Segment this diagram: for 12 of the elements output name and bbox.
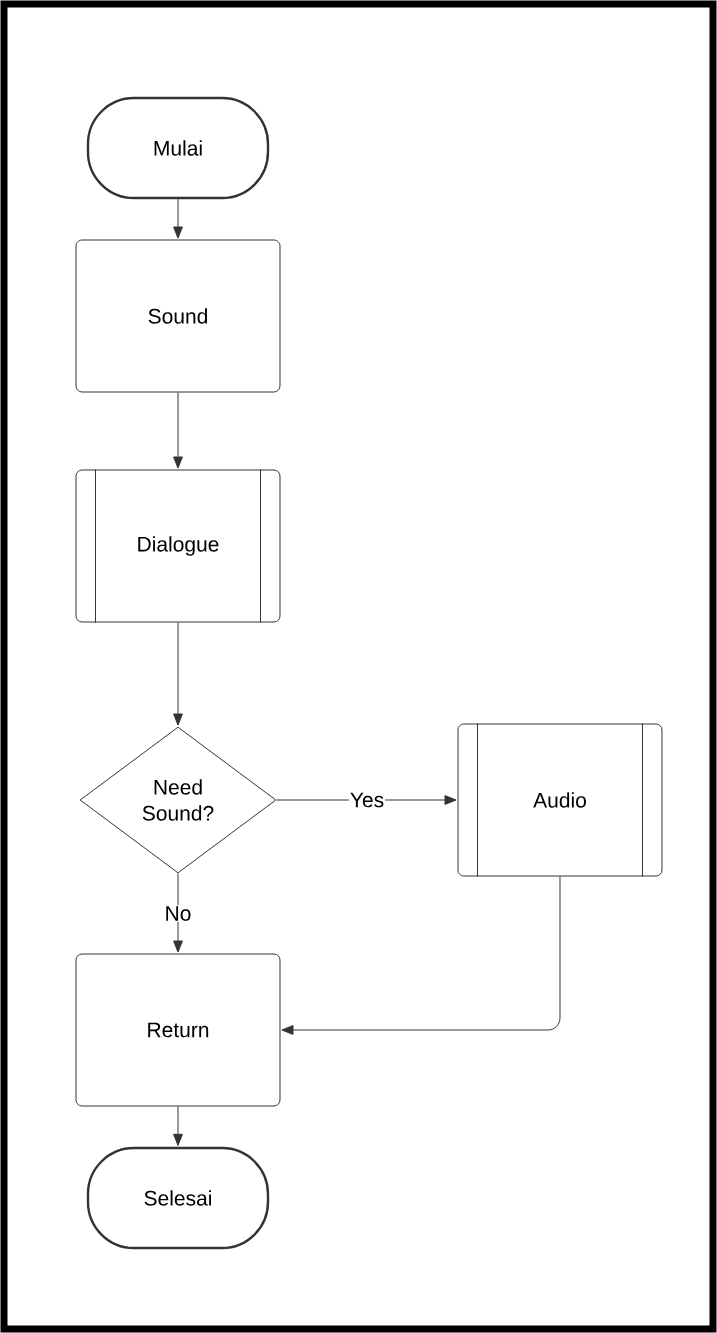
arrow bbox=[173, 198, 183, 239]
arrow bbox=[173, 622, 183, 726]
edge-label: Yes bbox=[348, 791, 386, 809]
arrow bbox=[173, 392, 183, 469]
subprocess-box: Dialogue bbox=[75, 469, 281, 623]
process-box: Return bbox=[75, 953, 281, 1107]
edge-label: No bbox=[163, 905, 193, 922]
arrow bbox=[281, 876, 561, 1035]
process-box: Sound bbox=[75, 239, 281, 393]
arrow bbox=[173, 1106, 183, 1146]
subprocess-box: Audio bbox=[457, 723, 663, 877]
arrow bbox=[173, 873, 183, 953]
